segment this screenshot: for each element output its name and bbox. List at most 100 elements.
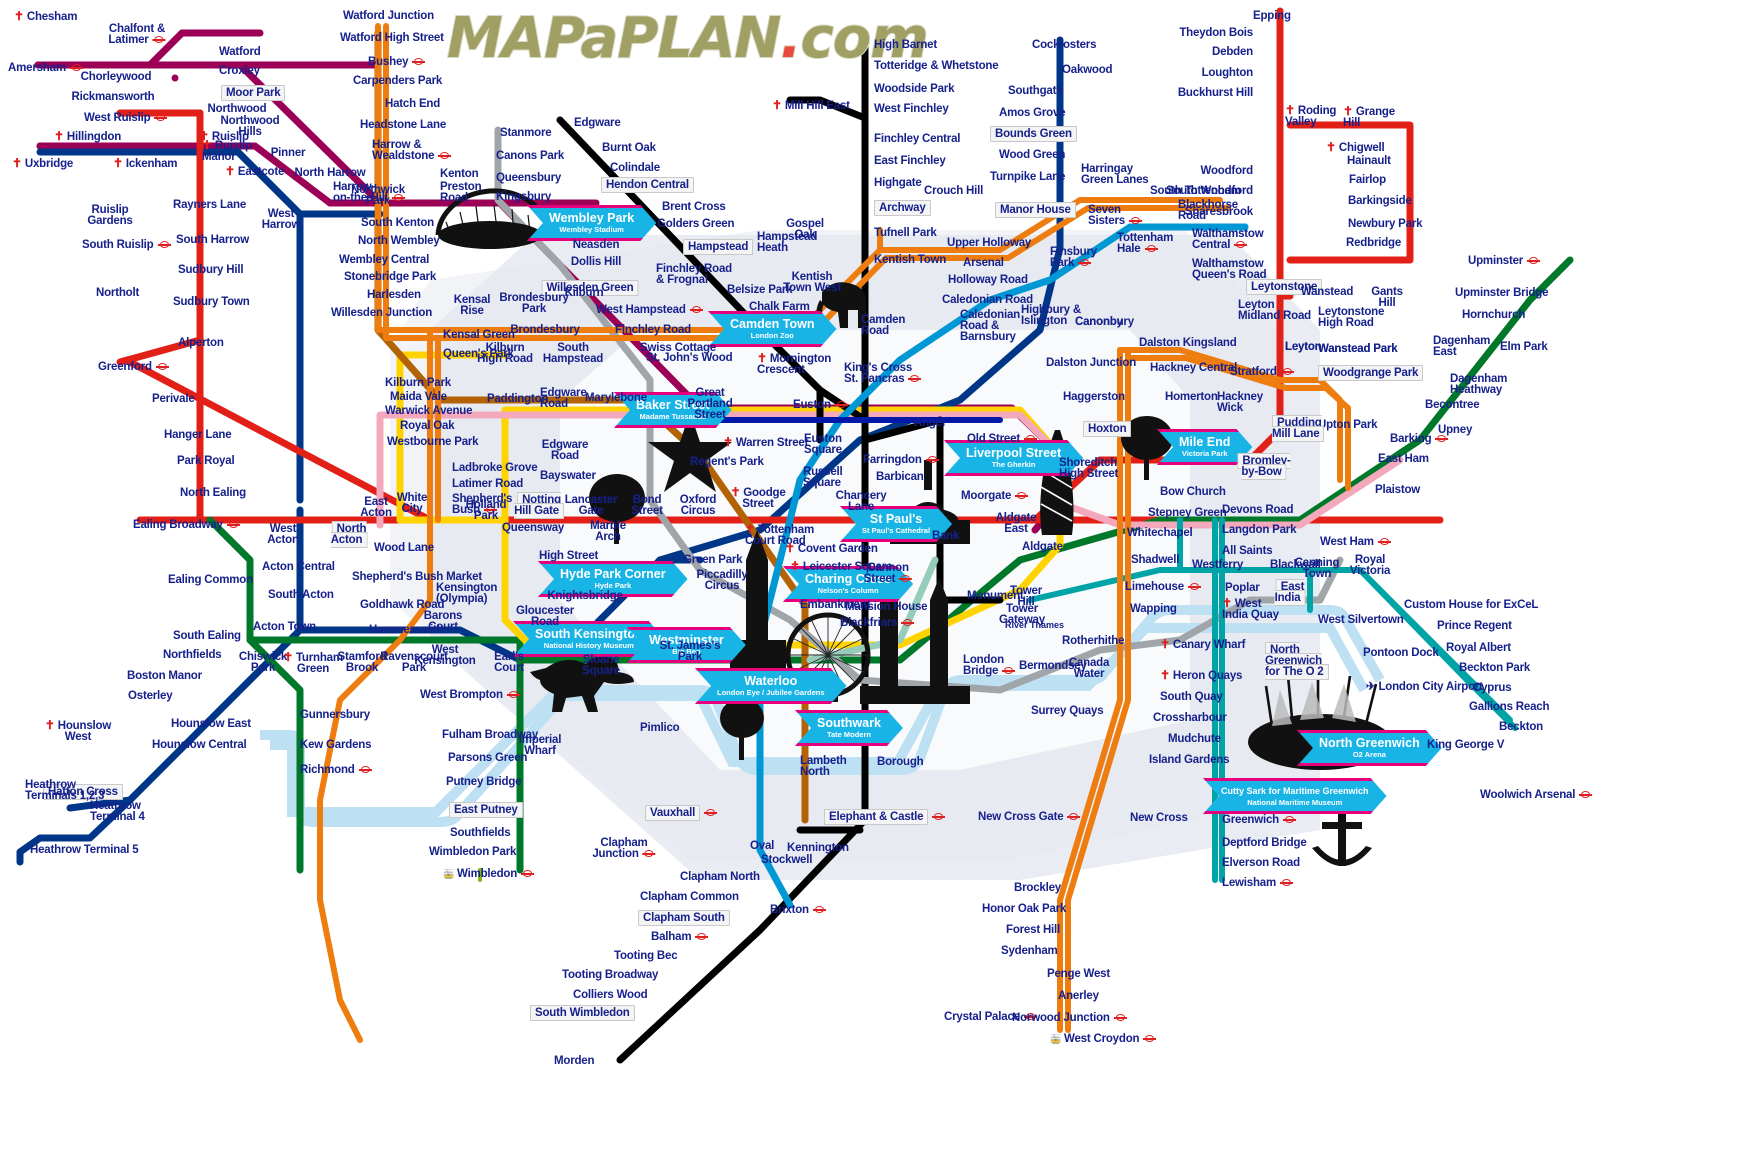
station-label[interactable]: Southfields: [450, 827, 511, 840]
station-label[interactable]: Hatton Cross: [43, 784, 123, 800]
station-label[interactable]: 🚋Wimbledon: [443, 868, 535, 881]
station-label[interactable]: Ladbroke Grove: [452, 462, 538, 475]
station-label[interactable]: Clapham North: [680, 871, 760, 884]
station-label[interactable]: Woodford: [1201, 165, 1254, 178]
station-label[interactable]: Harlesden: [367, 289, 421, 302]
station-label[interactable]: Colliers Wood: [573, 989, 648, 1002]
station-label[interactable]: Hampstead: [683, 239, 754, 255]
station-label[interactable]: Rickmansworth: [71, 91, 154, 104]
station-label[interactable]: Wood Lane: [374, 542, 434, 555]
station-label[interactable]: Westferry: [1192, 559, 1243, 572]
station-label[interactable]: Cockfosters: [1032, 39, 1096, 52]
station-label[interactable]: Wood Green: [999, 149, 1065, 162]
station-label[interactable]: Haggerston: [1063, 391, 1125, 404]
station-label[interactable]: New Cross Gate: [978, 811, 1081, 824]
station-label[interactable]: Totteridge & Whetstone: [874, 60, 999, 73]
station-label[interactable]: Kensal Green: [443, 329, 515, 342]
station-label[interactable]: ✝Eastcote: [225, 165, 284, 179]
station-label[interactable]: Queensbury: [496, 172, 561, 185]
station-label[interactable]: Kennington: [787, 842, 849, 855]
station-label[interactable]: Finchley Road& Frognal: [656, 263, 732, 286]
station-label[interactable]: Kew Gardens: [300, 739, 372, 752]
station-label[interactable]: Edgware: [574, 117, 621, 130]
station-label[interactable]: ✝Hillingdon: [54, 130, 121, 144]
station-label[interactable]: Manor House: [995, 202, 1076, 218]
station-label[interactable]: Highbury &Islington: [1021, 304, 1081, 327]
station-label[interactable]: ✝Warren Street: [723, 436, 808, 450]
station-label[interactable]: Perivale: [152, 393, 195, 406]
station-label[interactable]: North Harrow: [294, 167, 365, 180]
station-label[interactable]: New Cross: [1130, 812, 1188, 825]
station-label[interactable]: Theydon Bois: [1179, 27, 1253, 40]
station-label[interactable]: Hammersmith: [369, 624, 444, 637]
station-label[interactable]: Holloway Road: [948, 274, 1028, 287]
station-label[interactable]: Sydenham: [1001, 945, 1058, 958]
station-label[interactable]: West Finchley: [874, 103, 949, 116]
station-label[interactable]: Willesden Junction: [331, 307, 432, 320]
station-label[interactable]: Shepherd's Bush Market: [352, 571, 482, 584]
station-label[interactable]: Clapham South: [638, 910, 730, 926]
station-label[interactable]: Greenwich: [1222, 814, 1296, 827]
station-label[interactable]: Barkingside: [1348, 195, 1412, 208]
station-label[interactable]: South Acton: [268, 589, 334, 602]
station-label[interactable]: Putney Bridge: [446, 776, 522, 789]
station-label[interactable]: Moor Park: [221, 85, 286, 101]
station-label[interactable]: Knightsbridge: [547, 590, 623, 603]
station-label[interactable]: Forest Hill: [1006, 924, 1060, 937]
station-label[interactable]: Watford: [219, 46, 261, 59]
station-label[interactable]: South Quay: [1160, 691, 1223, 704]
station-label[interactable]: Barking: [1390, 433, 1449, 446]
station-label[interactable]: Chalfont &Latimer: [108, 23, 166, 46]
station-label[interactable]: Canonby: [1075, 316, 1123, 329]
station-label[interactable]: Elm Park: [1500, 341, 1548, 354]
station-label[interactable]: Mansion House: [845, 601, 928, 614]
station-label[interactable]: Fulham Broadway: [442, 729, 538, 742]
station-label[interactable]: ✝Mill Hill East: [772, 99, 850, 113]
station-label[interactable]: Neasden: [573, 239, 620, 252]
station-label[interactable]: Colindale: [610, 162, 660, 175]
station-label[interactable]: Amersham: [8, 62, 83, 75]
station-label[interactable]: Burnt Oak: [602, 142, 656, 155]
station-label[interactable]: Bank: [932, 530, 960, 543]
station-label[interactable]: King George V: [1427, 739, 1504, 752]
station-label[interactable]: Leyton: [1285, 341, 1322, 354]
station-label[interactable]: Highgate: [874, 177, 922, 190]
station-label[interactable]: Woodgrange Park: [1318, 365, 1424, 381]
station-label[interactable]: Westbourne Park: [387, 436, 479, 449]
station-label[interactable]: Upminster Bridge: [1455, 287, 1548, 300]
station-label[interactable]: Sudbury Town: [173, 296, 250, 309]
station-label[interactable]: South Tottenham: [1150, 185, 1241, 198]
station-label[interactable]: Honor Oak Park: [982, 903, 1066, 916]
station-label[interactable]: Oakwood: [1062, 64, 1113, 77]
station-label[interactable]: Elephant & Castle: [824, 809, 946, 825]
station-label[interactable]: Kensington(Olympia): [436, 582, 497, 605]
station-label[interactable]: Stepney Green: [1148, 507, 1227, 520]
station-label[interactable]: ✝Ruislip: [199, 130, 249, 144]
